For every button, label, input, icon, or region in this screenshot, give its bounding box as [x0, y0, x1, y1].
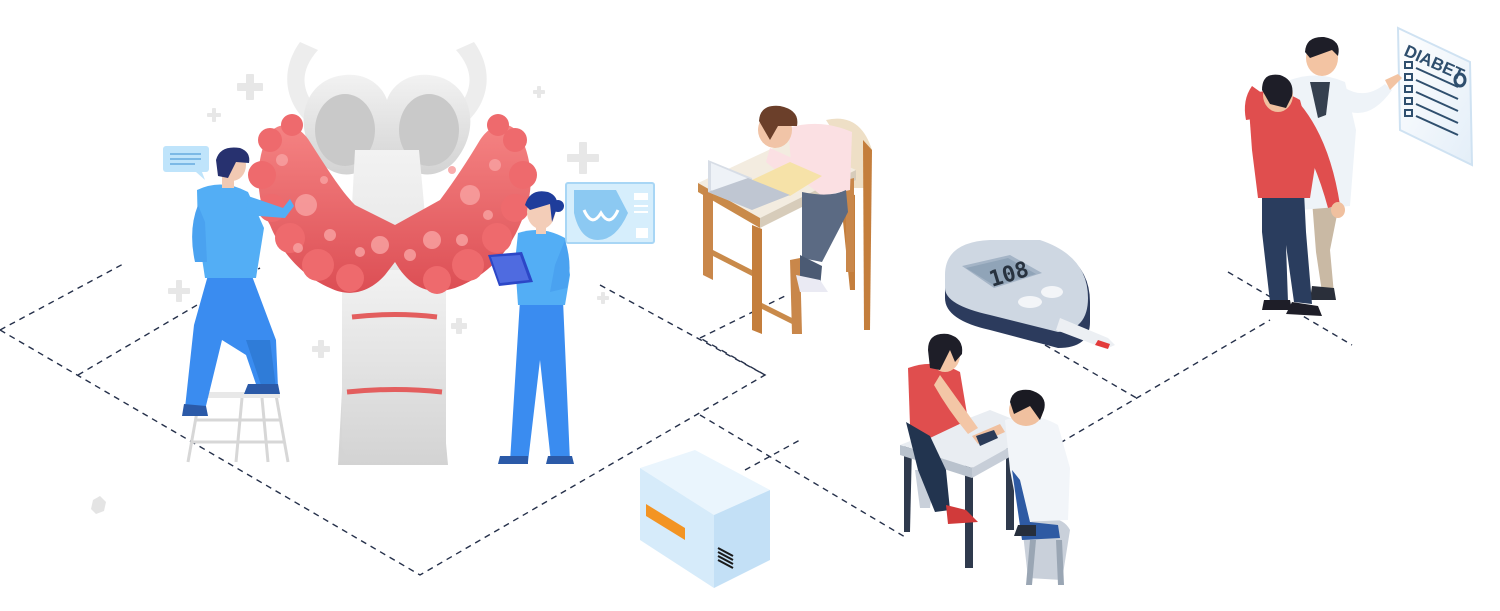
patient-red-shirt: [1244, 74, 1345, 316]
chat-bubble-icon: [163, 146, 209, 180]
medicine-box: [640, 450, 770, 588]
pill-shape: [91, 496, 106, 514]
thyroid-organ: [248, 42, 537, 465]
glucose-meter: 108: [945, 240, 1115, 349]
diabetes-chart-board: DIABET: [1396, 26, 1474, 167]
tablet-icon: [488, 252, 533, 286]
doctor-with-tablet: [488, 191, 574, 464]
stressed-person-at-desk: [698, 105, 872, 334]
doctor-on-ladder: [182, 147, 294, 416]
checklist-icon: [1404, 61, 1459, 136]
plus-cross-icon: [168, 74, 609, 358]
ultrasound-screen-icon: [565, 182, 655, 244]
laptop-icon: [708, 160, 790, 210]
blood-test-scene: [900, 333, 1070, 585]
